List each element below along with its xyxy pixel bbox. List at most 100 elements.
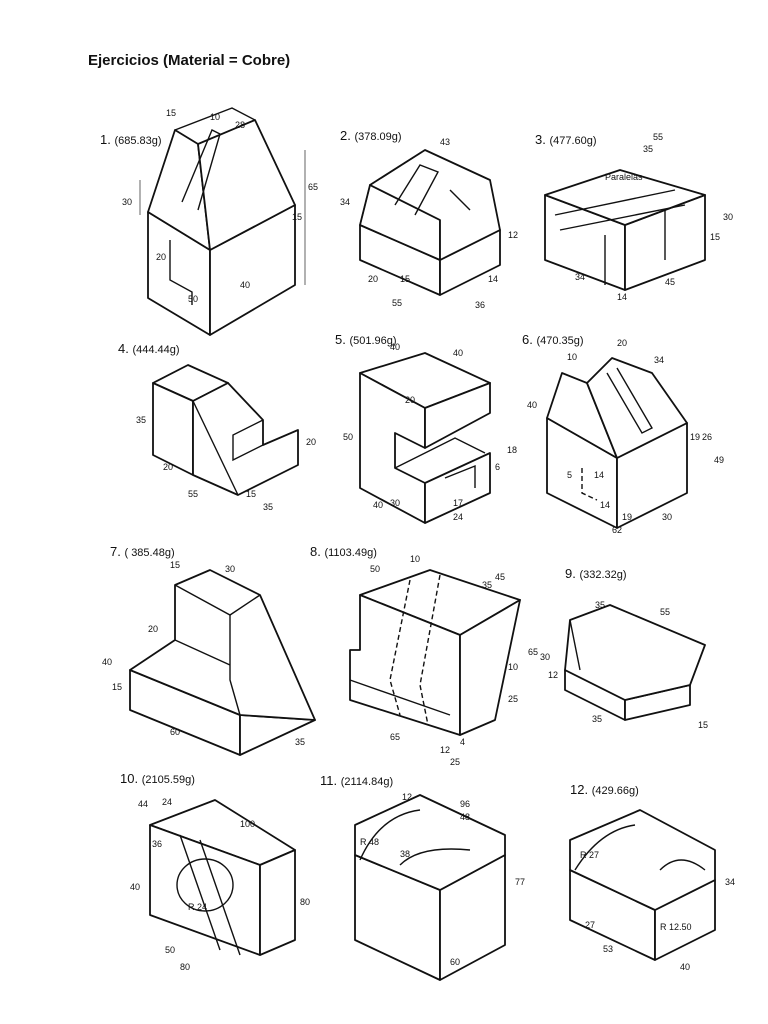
exercise-9: 9. (332.32g) 35 55 30 12 35 15 xyxy=(540,560,768,780)
dim-label: 27 xyxy=(585,920,595,930)
dim-label: 80 xyxy=(180,962,190,972)
dim-label: 40 xyxy=(373,500,383,510)
dim-label: 34 xyxy=(575,272,585,282)
dim-label: 30 xyxy=(540,652,550,662)
dim-label: 40 xyxy=(240,280,250,290)
dim-label: 14 xyxy=(488,274,498,284)
dim-label: 26 xyxy=(702,432,712,442)
dim-label: 10 xyxy=(508,662,518,672)
dim-label: 12 xyxy=(508,230,518,240)
exercise-12-label: 12. (429.66g) xyxy=(570,782,639,797)
dim-label: 6 xyxy=(495,462,500,472)
exercise-5-drawing: 40 40 20 50 18 6 40 30 17 24 xyxy=(343,342,517,524)
dim-label: 15 xyxy=(698,720,708,730)
exercise-5: 5. (501.96g) 40 40 20 50 18 6 40 30 17 2… xyxy=(335,328,565,548)
dim-label: Paralelas xyxy=(605,172,643,182)
exercise-9-label: 9. (332.32g) xyxy=(565,566,627,581)
dim-label: 44 xyxy=(138,799,148,809)
dim-label: 50 xyxy=(165,945,175,955)
exercise-11-drawing: 12 96 48 R 48 38 77 60 xyxy=(354,792,525,981)
dim-label: 40 xyxy=(130,882,140,892)
dim-label: 50 xyxy=(343,432,353,442)
dim-label: 25 xyxy=(450,757,460,767)
dim-label: 24 xyxy=(453,512,463,522)
exercise-2-label: 2. (378.09g) xyxy=(340,128,402,143)
dim-label: 35 xyxy=(482,580,492,590)
dim-label: 20 xyxy=(156,252,166,262)
exercise-10-drawing: 44 24 100 36 40 R 24 80 50 80 xyxy=(130,797,310,972)
dim-label: 55 xyxy=(188,489,198,499)
dim-label: 20 xyxy=(148,624,158,634)
dim-label: 15 xyxy=(246,489,256,499)
dim-label: 12 xyxy=(440,745,450,755)
exercise-4: 4. (444.44g) 35 20 20 55 15 35 xyxy=(118,335,348,555)
dim-label: 20 xyxy=(617,338,627,348)
exercise-1-drawing: 30 65 15 20 50 40 15 10 28 xyxy=(122,107,318,336)
dim-label: 15 xyxy=(166,108,176,118)
dim-label: 14 xyxy=(600,500,610,510)
exercise-10: 10. (2105.59g) 44 24 100 36 40 R 24 80 5… xyxy=(120,765,350,985)
dim-label: 62 xyxy=(612,525,622,535)
dim-label: 28 xyxy=(235,120,245,130)
dim-label: 15 xyxy=(292,212,302,222)
dim-label: 30 xyxy=(122,197,132,207)
dim-label: 60 xyxy=(450,957,460,967)
exercise-7-drawing: 15 30 20 40 15 60 35 xyxy=(102,560,316,756)
exercise-4-label: 4. (444.44g) xyxy=(118,341,180,356)
dim-label: 10 xyxy=(210,112,220,122)
dim-label: 14 xyxy=(594,470,604,480)
dim-label: 96 xyxy=(460,799,470,809)
dim-label: 25 xyxy=(508,694,518,704)
dim-label: 15 xyxy=(112,682,122,692)
dim-label: 12 xyxy=(402,792,412,802)
dim-label: 30 xyxy=(723,212,733,222)
dim-label: 15 xyxy=(400,274,410,284)
exercise-8-drawing: 50 10 45 35 65 10 25 65 12 4 25 xyxy=(349,554,538,767)
dim-label: 50 xyxy=(188,294,198,304)
exercise-9-drawing: 35 55 30 12 35 15 xyxy=(540,600,708,730)
dim-label: 35 xyxy=(592,714,602,724)
dim-label: 20 xyxy=(306,437,316,447)
dim-label: 53 xyxy=(603,944,613,954)
exercise-2: 2. (378.09g) 43 34 12 20 15 14 55 36 xyxy=(340,110,570,330)
dim-label: 40 xyxy=(527,400,537,410)
dim-label: 40 xyxy=(453,348,463,358)
exercise-11-label: 11. (2114.84g) xyxy=(320,773,394,788)
dim-label: 36 xyxy=(152,839,162,849)
exercise-3-drawing: Paralelas 55 35 30 15 34 45 14 xyxy=(544,132,733,302)
dim-label: 40 xyxy=(390,342,400,352)
dim-label: 80 xyxy=(300,897,310,907)
dim-label: 49 xyxy=(714,455,724,465)
exercise-11: 11. (2114.84g) 12 96 48 R 48 38 77 60 xyxy=(320,765,550,985)
exercise-6: 6. (470.35g) 10 20 34 40 19 26 49 5 14 1… xyxy=(522,328,752,548)
dim-label: 34 xyxy=(725,877,735,887)
dim-label: 35 xyxy=(643,144,653,154)
dim-label: 55 xyxy=(653,132,663,142)
dim-label: 45 xyxy=(495,572,505,582)
exercise-4-drawing: 35 20 20 55 15 35 xyxy=(136,364,316,512)
exercise-1: 1. (685.83g) 30 65 15 20 50 40 15 10 28 xyxy=(100,107,330,336)
dim-label: 36 xyxy=(475,300,485,310)
dim-label: 10 xyxy=(410,554,420,564)
exercise-6-drawing: 10 20 34 40 19 26 49 5 14 14 19 62 30 xyxy=(527,338,724,535)
exercise-2-drawing: 43 34 12 20 15 14 55 36 xyxy=(340,137,518,310)
dim-label: 12 xyxy=(548,670,558,680)
dim-label: 10 xyxy=(567,352,577,362)
exercise-8-label: 8. (1103.49g) xyxy=(310,544,377,559)
dim-label: 45 xyxy=(665,277,675,287)
exercise-7: 7. ( 385.48g) 15 30 20 40 15 60 35 xyxy=(100,540,330,760)
dim-label: 77 xyxy=(515,877,525,887)
exercise-6-label: 6. (470.35g) xyxy=(522,332,584,347)
dim-label: 19 xyxy=(622,512,632,522)
exercise-3-label: 3. (477.60g) xyxy=(535,132,597,147)
dim-label: 15 xyxy=(170,560,180,570)
dim-label: 50 xyxy=(370,564,380,574)
exercise-8: 8. (1103.49g) 50 10 45 35 65 10 25 65 12… xyxy=(310,540,540,767)
dim-label: 43 xyxy=(440,137,450,147)
dim-label: 60 xyxy=(170,727,180,737)
dim-label: 24 xyxy=(162,797,172,807)
page-title: Ejercicios (Material = Cobre) xyxy=(88,52,291,69)
exercise-12-drawing: R 27 34 27 R 12.50 53 40 xyxy=(569,809,735,972)
dim-label: 55 xyxy=(392,298,402,308)
dim-label: 15 xyxy=(710,232,720,242)
